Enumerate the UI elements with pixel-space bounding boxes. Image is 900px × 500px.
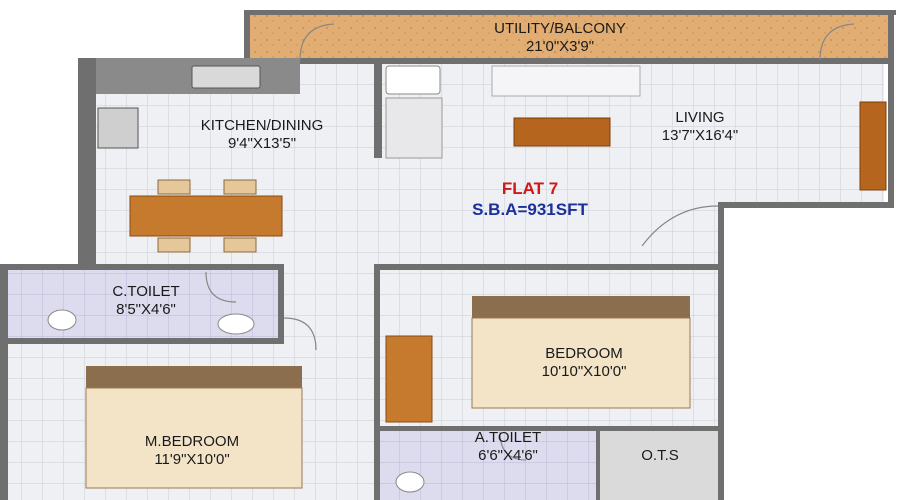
bedroom-right-wall — [718, 204, 724, 500]
chair-2 — [223, 179, 257, 195]
balcony-wall-top — [244, 10, 896, 15]
m-bedroom-size: 11'9"X10'0" — [154, 451, 229, 468]
doors — [205, 23, 855, 461]
chair-4 — [223, 237, 257, 253]
kitchen-name: KITCHEN/DINING — [201, 117, 324, 134]
fridge — [385, 65, 441, 95]
bedroom-name: BEDROOM — [545, 345, 623, 362]
tv-unit — [491, 65, 641, 97]
flat-area: S.B.A=931SFT — [472, 200, 588, 219]
balcony-floor — [248, 12, 888, 62]
bed — [471, 317, 691, 409]
c-toilet-door — [205, 271, 237, 303]
living-name: LIVING — [675, 109, 724, 126]
m-bed-headboard — [86, 366, 302, 388]
c-toilet-wc — [47, 309, 77, 331]
bedroom-size: 10'10"X10'0" — [542, 363, 627, 380]
living-right-lower-wall — [718, 202, 894, 208]
m-bedroom-name: M.BEDROOM — [145, 433, 239, 450]
c-toilet-left-wall — [0, 264, 8, 500]
stove — [97, 107, 139, 149]
chair-1 — [157, 179, 191, 195]
c-toilet-bottom-wall — [8, 338, 280, 344]
ots-name: O.T.S — [641, 447, 679, 464]
ots-left-wall — [596, 428, 600, 500]
flat-title: FLAT 7 — [502, 179, 558, 198]
kitchen-counter-top — [78, 58, 300, 94]
balcony-wall-left — [244, 10, 250, 64]
c-toilet-top-wall — [0, 264, 282, 270]
a-toilet-name: A.TOILET — [475, 429, 541, 446]
room-labels: UTILITY/BALCONY 21'0"X3'9" KITCHEN/DININ… — [112, 20, 738, 468]
walls — [0, 10, 896, 500]
coffee-table — [513, 117, 611, 147]
kitchen-wall-left — [78, 58, 96, 270]
kitchen-size: 9'4"X13'5" — [228, 135, 296, 152]
living-door — [641, 205, 719, 247]
ots-floor — [598, 428, 720, 500]
c-toilet-name: C.TOILET — [112, 283, 179, 300]
bed-headboard — [472, 296, 690, 318]
corner-cutout — [722, 206, 900, 500]
c-toilet-right-wall — [278, 264, 284, 344]
c-toilet-basin — [217, 313, 255, 335]
a-toilet-wc — [395, 471, 425, 493]
living-size: 13'7"X16'4" — [662, 127, 738, 144]
balcony-door-right — [819, 23, 855, 61]
balcony-wall-right — [888, 10, 894, 206]
a-toilet-size: 6'6"X4'6" — [478, 447, 538, 464]
living-top-wall — [300, 58, 890, 64]
chair-3 — [157, 237, 191, 253]
balcony-door-left — [299, 23, 335, 61]
bedroom-bottom-wall — [378, 426, 720, 431]
balcony-name: UTILITY/BALCONY — [494, 20, 626, 37]
m-bedroom-door — [283, 317, 317, 351]
sink — [191, 65, 261, 89]
c-toilet-size: 8'5"X4'6" — [116, 301, 176, 318]
cabinet-right — [859, 101, 887, 191]
a-toilet-door — [499, 431, 527, 461]
sofa — [385, 97, 443, 159]
bedroom-top-wall — [374, 264, 724, 270]
furniture — [47, 65, 887, 493]
m-bed — [85, 387, 303, 489]
wardrobe — [385, 335, 433, 423]
kitchen-living-partition — [374, 60, 382, 158]
dining-table — [129, 195, 283, 237]
bedroom-left-wall — [374, 264, 380, 500]
balcony-size: 21'0"X3'9" — [526, 38, 594, 55]
